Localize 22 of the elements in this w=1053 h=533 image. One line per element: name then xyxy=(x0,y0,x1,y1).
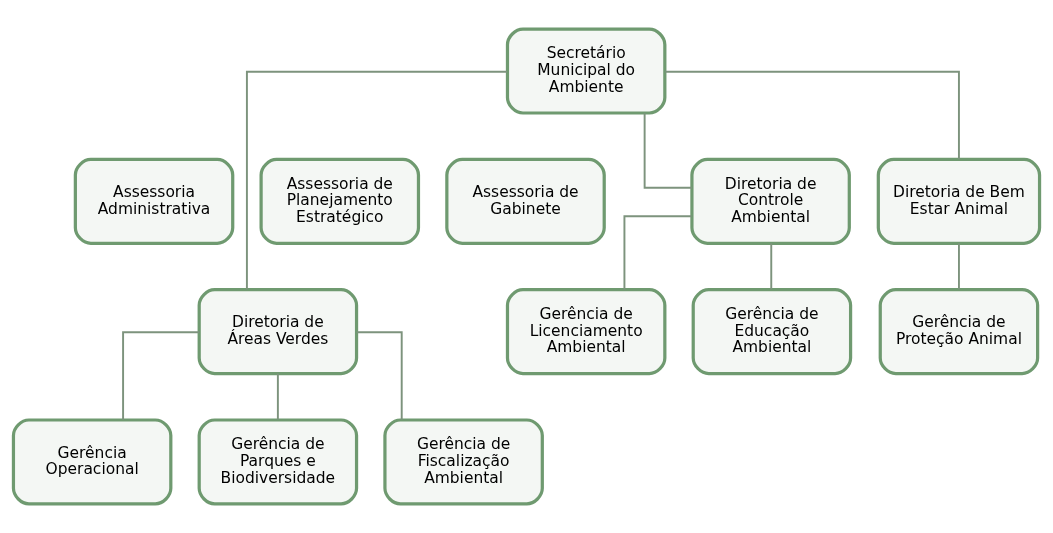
connector xyxy=(664,70,960,161)
node-box: Assessoria de Gabinete xyxy=(445,157,606,245)
node-box: Gerência de Educação Ambiental xyxy=(691,288,853,376)
node-box: Diretoria de Bem Estar Animal xyxy=(876,157,1042,245)
connector xyxy=(623,215,693,291)
node-box: Gerência de Parques e Biodiversidade xyxy=(197,418,359,506)
node-box: Diretoria de Controle Ambiental xyxy=(690,157,851,245)
node-box: Diretoria de Áreas Verdes xyxy=(197,288,359,376)
connector xyxy=(355,331,403,421)
node-box: Gerência Operacional xyxy=(11,418,173,506)
node-box: Assessoria Administrativa xyxy=(73,157,235,245)
node-box: Assessoria de Planejamento Estratégico xyxy=(259,157,421,245)
node-box: Gerência de Proteção Animal xyxy=(878,288,1040,376)
node-box: Gerência de Fiscalização Ambiental xyxy=(383,418,544,506)
node-box: Gerência de Licenciamento Ambiental xyxy=(505,288,667,376)
connector xyxy=(957,242,960,291)
node-box: Secretário Municipal do Ambiente xyxy=(505,27,667,115)
connector xyxy=(122,331,201,421)
connector xyxy=(245,70,508,291)
connector xyxy=(770,242,773,291)
connector xyxy=(643,112,693,189)
connector xyxy=(276,372,279,421)
